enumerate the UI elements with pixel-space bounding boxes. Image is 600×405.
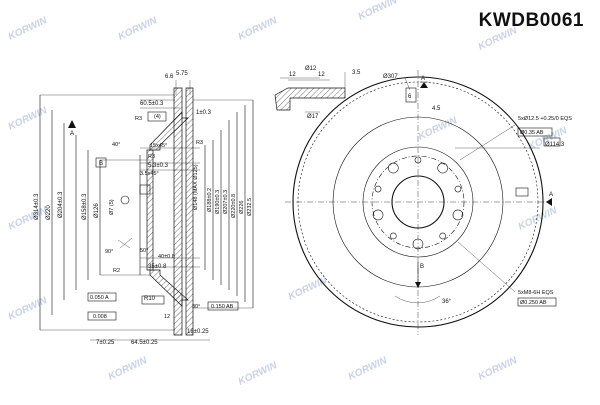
- watermark-text: KORWIN: [117, 15, 160, 43]
- threaded-hole: [390, 232, 397, 240]
- dim-angle-d: 30°: [192, 304, 200, 310]
- dim-angle-a: 40°: [112, 142, 120, 148]
- tol-b: 0.008: [93, 314, 107, 320]
- threaded-hole: [374, 185, 382, 193]
- detail-dim-b: 12: [289, 72, 296, 78]
- dim-paren: (4): [154, 114, 161, 120]
- dia-8: Ø207±0.3: [223, 190, 229, 214]
- front-dim-e: 36°: [442, 299, 452, 305]
- dia-7: Ø190±0.3: [215, 190, 221, 214]
- dia-3: Ø158±0.3: [82, 193, 88, 220]
- front-view: [285, 70, 561, 335]
- dim-r4: R2: [113, 268, 120, 274]
- detail-dim-c: 12: [318, 72, 325, 78]
- callout-threads: 5xM8-6H EQS: [518, 290, 554, 296]
- watermark-text: KORWIN: [417, 115, 460, 143]
- detail-dim-a: Ø12: [305, 66, 317, 72]
- view-label-b: B: [99, 161, 103, 167]
- datum-a-right: A: [549, 192, 553, 198]
- callout-threads-tol: Ø0.250 AB: [520, 300, 547, 306]
- bolt-label: Ø7 (5): [109, 199, 115, 215]
- lug-bolt-hole: [372, 209, 384, 221]
- lug-bolt-hole: [388, 162, 399, 174]
- lug-bolt-hole: [452, 209, 464, 221]
- watermark-text: KORWIN: [477, 355, 520, 383]
- front-dim-b: 6: [408, 94, 412, 100]
- front-dim-c: 4.5: [432, 106, 441, 112]
- watermark-text: KORWIN: [357, 0, 400, 23]
- dim-top-d: 1±0.3: [196, 110, 212, 116]
- dim-top-a: 6.6: [165, 74, 174, 80]
- watermark-text: KORWIN: [7, 105, 50, 133]
- dim-r5: R10: [144, 296, 156, 302]
- datum-a-left: A: [70, 131, 74, 137]
- watermark-text: KORWIN: [237, 15, 280, 43]
- dia-9: Ø220±0.8: [231, 194, 237, 218]
- dia-6: Ø188±0.2: [207, 188, 213, 212]
- dia-4: Ø126: [94, 203, 100, 218]
- dim-top-b: 5.75: [176, 71, 188, 77]
- watermark-text: KORWIN: [7, 295, 50, 323]
- detail-dim-e: Ø17: [307, 114, 319, 120]
- watermark-text: KORWIN: [237, 360, 280, 388]
- dim-chamfer-a: 15x45°: [150, 143, 167, 149]
- lug-bolt-hole: [437, 162, 448, 174]
- dia-1: Ø220: [46, 205, 52, 220]
- tol-c: 0.150 AB: [211, 304, 234, 310]
- dim-top-c: 60.5±0.3: [140, 101, 164, 107]
- dim-r3: R3: [196, 140, 203, 146]
- threaded-hole: [414, 156, 422, 164]
- dia-0: Ø314±0.3: [34, 193, 40, 220]
- dim-angle-b: 90°: [105, 249, 113, 255]
- watermark-text: KORWIN: [287, 275, 330, 303]
- watermark-text: KORWIN: [107, 355, 150, 383]
- dim-bottom-d: 12: [164, 314, 170, 320]
- dia-11: Ø232.5: [247, 198, 253, 216]
- dim-bottom-b: 64.5±0.25: [131, 340, 158, 346]
- dim-chamfer-b: 3.5x45°: [140, 171, 159, 177]
- part-number-title: KWDB0061: [478, 10, 584, 31]
- watermark-text: KORWIN: [7, 205, 50, 233]
- dim-r1: R3: [135, 116, 142, 122]
- dim-bottom-a: 7±0.25: [96, 340, 115, 346]
- dim-width: 40±0.8: [158, 254, 175, 260]
- threaded-hole: [454, 185, 462, 193]
- watermark-text: KORWIN: [7, 15, 50, 43]
- front-dimension-labels: Ø307 6 4.5 Ø114.3 36° 5xØ12.5 +0.25/0 EQ…: [383, 74, 572, 306]
- section-view: [39, 80, 254, 341]
- dim-depth: 35±0.8: [148, 264, 167, 270]
- callout-holes-tol: Ø0.35 AB: [520, 130, 544, 136]
- dia-2: Ø204±0.3: [58, 191, 64, 218]
- watermark-layer: KORWIN KORWIN KORWIN KORWIN KORWIN KORWIN KORW…: [7, 0, 570, 388]
- section-dimension-labels: 6.6 5.75 60.5±0.3 1±0.3 15x45° 3.5x45° 5…: [34, 71, 253, 346]
- tol-a: 0.050 A: [90, 295, 109, 301]
- watermark-text: KORWIN: [517, 205, 560, 233]
- detail-view: Ø12 12 12 3.5 Ø17: [274, 66, 361, 120]
- dim-angle-c: 50°: [140, 248, 148, 254]
- watermark-text: KORWIN: [347, 355, 390, 383]
- bolt-hole-group: [372, 156, 464, 250]
- front-dim-d: Ø114.3: [545, 142, 565, 148]
- dim-r2: R3: [148, 154, 155, 160]
- threaded-hole: [439, 232, 446, 240]
- lug-bolt-hole: [412, 238, 424, 250]
- dia-10: Ø226: [239, 201, 245, 214]
- front-view-label-b: B: [420, 264, 424, 270]
- dim-bottom-c: 18±0.25: [187, 329, 209, 335]
- front-dim-a: Ø307: [383, 74, 398, 80]
- dia-5: Ø148 (MAX Ø125): [193, 164, 199, 210]
- callout-holes: 5xØ12.5 +0.25/0 EQS: [518, 116, 572, 122]
- detail-dim-d: 3.5: [352, 70, 361, 76]
- datum-a-top: A: [421, 76, 425, 82]
- dim-thick: 5.3±0.3: [148, 163, 169, 169]
